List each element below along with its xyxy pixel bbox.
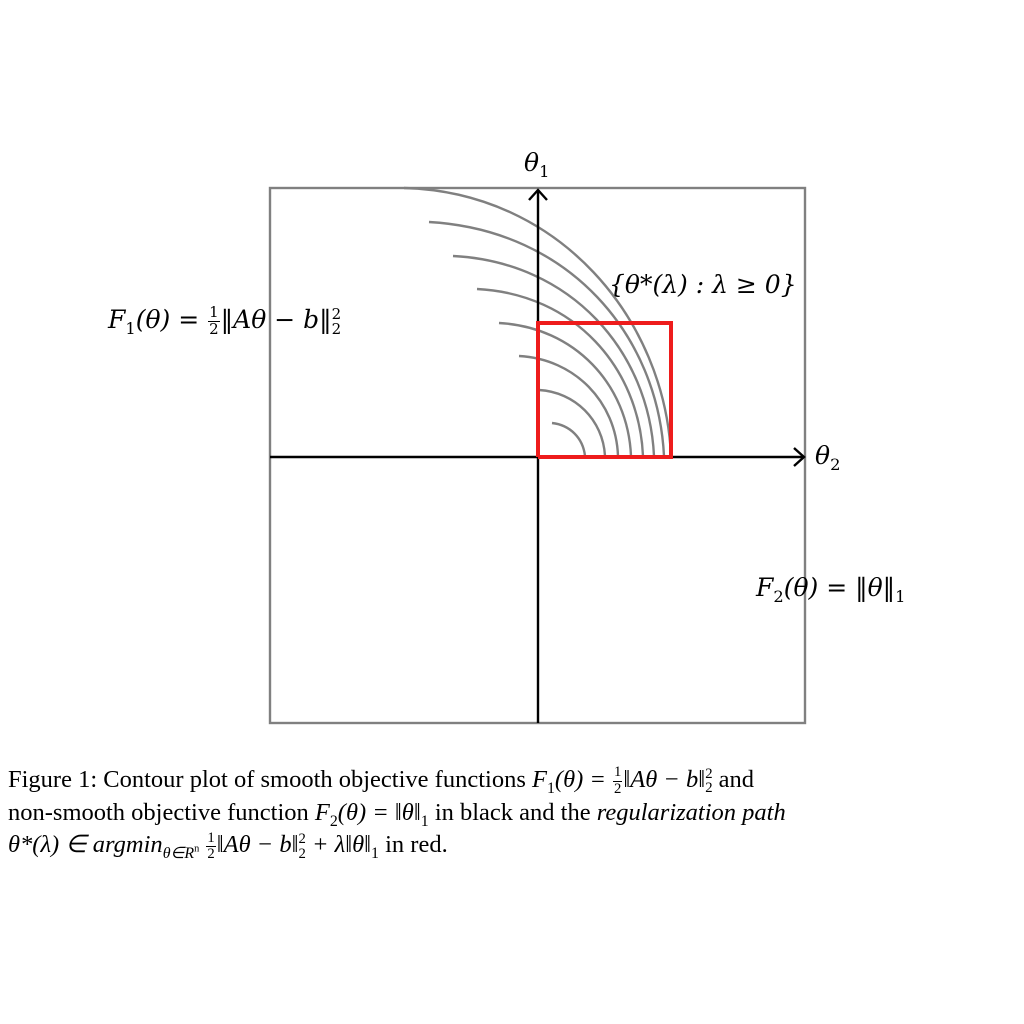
theta2-axis-label: θ2 xyxy=(815,441,841,474)
theta1-arrowhead xyxy=(528,188,548,201)
contour-6 xyxy=(452,254,656,457)
contour-4 xyxy=(498,321,633,457)
f2-label: F2(θ) = ‖θ‖1 xyxy=(756,573,906,606)
figure-caption: Figure 1: Contour plot of smooth objecti… xyxy=(8,764,1020,863)
contour-7 xyxy=(428,220,666,457)
caption-line-2: non-smooth objective function F2(θ) = ‖θ… xyxy=(8,799,786,831)
f1-contours xyxy=(403,186,673,457)
theta2-arrowhead xyxy=(793,447,806,467)
contour-figure xyxy=(268,186,807,725)
contour-2 xyxy=(538,388,607,457)
path-label: {θ*(λ) : λ ≥ 0} xyxy=(609,270,797,299)
caption-line-1: Figure 1: Contour plot of smooth objecti… xyxy=(8,764,755,797)
regularization-path xyxy=(536,321,673,459)
contour-5 xyxy=(476,287,645,457)
theta1-axis-label: θ1 xyxy=(524,148,550,181)
contour-1 xyxy=(551,421,587,457)
contour-8 xyxy=(403,186,673,457)
